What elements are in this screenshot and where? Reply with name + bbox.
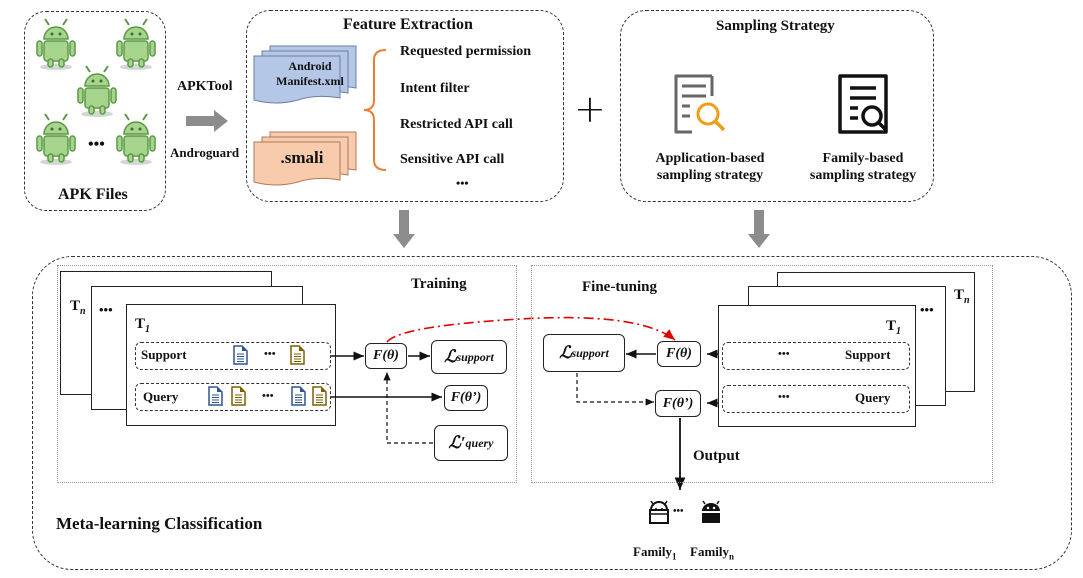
ft-l-support-sub: support [571, 345, 609, 360]
meta-parameter-transfer-arrow [386, 316, 676, 343]
training-query-dots: ••• [262, 390, 274, 402]
l-query-sub: query [465, 435, 494, 450]
meta-learning-panel [32, 256, 1072, 570]
training-support-dots: ••• [264, 348, 276, 360]
ft-task-tn-label: Tn [954, 287, 970, 306]
family-n-label: Familyn [690, 544, 734, 562]
l-support-sub: support [456, 349, 494, 364]
task-t1-label: T1 [135, 316, 150, 335]
ft-t1-text: T [886, 318, 897, 334]
training-f-theta-box: F(θ) [365, 343, 407, 369]
document-icon [231, 386, 246, 406]
ft-f-theta-prime-box: F(θ’) [655, 390, 701, 417]
smali-label: .smali [280, 148, 324, 167]
app-sampling-line1: Application-based [655, 151, 765, 166]
app-sampling-line2: sampling strategy [656, 168, 764, 183]
training-query-label: Query [143, 389, 179, 404]
finetuning-title: Fine-tuning [582, 279, 658, 295]
ft-f-theta-box: F(θ) [657, 341, 701, 367]
training-title: Training [411, 276, 467, 292]
sampling-strategy-panel [620, 10, 934, 202]
apk-files-panel [24, 11, 166, 211]
output-label: Output [693, 448, 740, 464]
training-section [57, 265, 517, 483]
ft-support-set [722, 342, 910, 370]
fam-sampling-line1: Family-based [822, 151, 904, 166]
feature-extraction-title: Feature Extraction [343, 16, 473, 33]
family-sampling-icon [838, 74, 888, 134]
smali-doc-stack-icon [253, 131, 357, 186]
family-dots: ••• [673, 506, 684, 517]
family-1-text: Family [633, 544, 672, 559]
feature-intent-filter: Intent filter [400, 81, 470, 96]
feature-restricted-api-call: Restricted API call [400, 117, 513, 132]
document-icon [290, 345, 305, 365]
ft-query-label: Query [855, 390, 891, 405]
manifest-line1: Android [288, 59, 332, 73]
l-query-symbol: ℒ′ [448, 433, 466, 452]
ft-query-set [722, 385, 910, 413]
feature-more-dots: ••• [456, 176, 469, 190]
document-icon [312, 386, 327, 406]
query-loss-feedback-arrow [383, 372, 433, 444]
training-f-theta-prime-box: F(θ’) [444, 385, 488, 411]
ft-l-support-symbol: ℒ [559, 343, 572, 362]
orange-brace-icon [363, 49, 387, 171]
family-n-android-icon [702, 500, 720, 523]
apktool-label: APKTool [177, 79, 233, 94]
sampling-strategy-title: Sampling Strategy [716, 18, 835, 34]
t1-sub: 1 [145, 324, 151, 335]
ft-tn-sub: n [964, 295, 970, 306]
training-support-label: Support [141, 347, 187, 362]
application-sampling-icon [674, 74, 726, 134]
t1-text: T [135, 316, 146, 332]
ft-task-middle-dots: ••• [920, 302, 934, 317]
manifest-line2: Manifest.xml [276, 74, 344, 88]
plus-sign: + [574, 87, 606, 131]
family-1-android-icon [649, 500, 669, 524]
ft-t1-sub: 1 [896, 326, 902, 337]
ft-query-dots: ••• [778, 391, 790, 403]
task-middle-dots: ••• [99, 302, 113, 317]
ft-tn-text: T [954, 287, 965, 303]
ft-support-label: Support [845, 347, 891, 362]
meta-learning-title: Meta-learning Classification [56, 514, 263, 533]
down-arrow-icon [748, 210, 770, 248]
finetuning-section [531, 265, 993, 483]
androguard-label: Androguard [170, 145, 240, 160]
family-n-sub: n [729, 551, 735, 562]
tn-text: T [70, 298, 81, 314]
tn-sub: n [80, 306, 86, 317]
fam-sampling-line2: sampling strategy [809, 168, 917, 183]
ft-task-t1-label: T1 [886, 318, 901, 337]
l-support-symbol: ℒ [444, 347, 457, 366]
training-l-query-box: ℒ′query [434, 425, 508, 461]
document-icon [291, 386, 306, 406]
down-arrow-icon [393, 210, 415, 248]
feature-extraction-panel [246, 10, 564, 202]
ft-loss-update-arrow [576, 373, 654, 406]
feature-requested-permission: Requested permission [400, 44, 532, 59]
family-n-text: Family [690, 544, 729, 559]
document-icon [233, 345, 248, 365]
feature-sensitive-api-call: Sensitive API call [400, 152, 505, 167]
document-icon [208, 386, 223, 406]
family-1-label: Family1 [633, 544, 677, 562]
family-1-sub: 1 [672, 551, 677, 562]
apk-dots: ••• [88, 136, 105, 153]
right-arrow-icon [186, 110, 228, 132]
task-tn-label: Tn [70, 298, 86, 317]
manifest-doc-stack-icon [253, 45, 357, 104]
ft-support-dots: ••• [778, 348, 790, 360]
apk-files-label: APK Files [58, 186, 128, 203]
